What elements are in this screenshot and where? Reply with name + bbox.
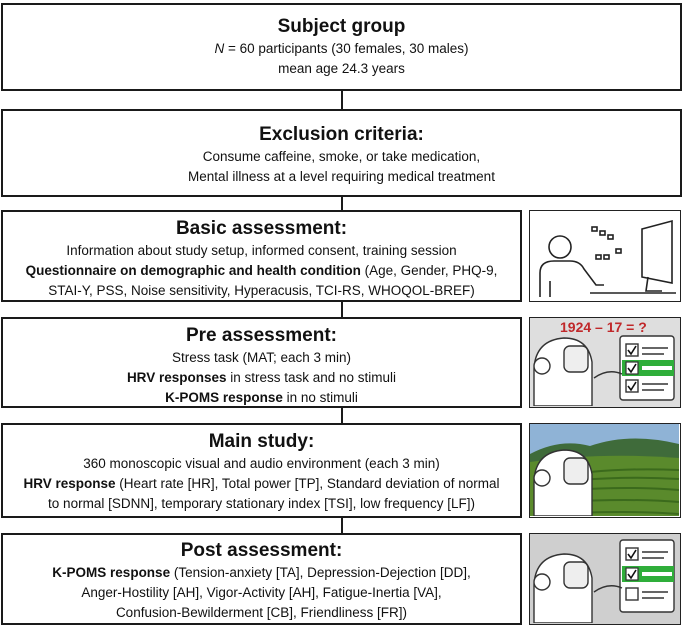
- connector-4: [341, 408, 343, 423]
- main-line2: HRV response (Heart rate [HR], Total pow…: [23, 476, 500, 491]
- post-line3: Confusion-Bewilderment [CB], Friendlines…: [115, 605, 408, 620]
- subject-group-line1: N = 60 participants (30 females, 30 male…: [214, 41, 469, 56]
- exclusion-line2: Mental illness at a level requiring medi…: [188, 169, 495, 184]
- basic-line1: Information about study setup, informed …: [66, 243, 457, 258]
- exclusion-title: Exclusion criteria:: [259, 124, 424, 145]
- connector-3: [341, 302, 343, 317]
- exclusion-line1: Consume caffeine, smoke, or take medicat…: [202, 149, 481, 164]
- pre-line3: K-POMS response in no stimuli: [165, 390, 358, 405]
- basic-assessment-box: Basic assessment: Information about stud…: [1, 210, 522, 302]
- main-line1: 360 monoscopic visual and audio environm…: [83, 456, 440, 471]
- pre-assessment-box: Pre assessment: Stress task (MAT; each 3…: [1, 317, 522, 408]
- pre-line1: Stress task (MAT; each 3 min): [171, 350, 352, 365]
- subject-group-title: Subject group: [277, 16, 406, 37]
- main-study-box: Main study: 360 monoscopic visual and au…: [1, 423, 522, 518]
- computer-user-illustration: [529, 210, 681, 302]
- basic-line3: STAI-Y, PSS, Noise sensitivity, Hyperacu…: [48, 283, 475, 298]
- vr-post-questionnaire-illustration: [529, 533, 681, 625]
- stress-task-equation: 1924 – 17 = ?: [560, 319, 647, 335]
- exclusion-criteria-box: Exclusion criteria: Consume caffeine, sm…: [1, 109, 682, 197]
- vr-tea-field-illustration: [529, 423, 681, 518]
- post-line1: K-POMS response (Tension-anxiety [TA], D…: [52, 565, 471, 580]
- pre-title: Pre assessment:: [185, 325, 338, 346]
- main-title: Main study:: [208, 431, 315, 452]
- connector-2: [341, 197, 343, 210]
- connector-5: [341, 518, 343, 533]
- post-line2: Anger-Hostility [AH], Vigor-Activity [AH…: [81, 585, 442, 600]
- basic-title: Basic assessment:: [175, 218, 348, 239]
- subject-group-box: Subject group N = 60 participants (30 fe…: [1, 3, 682, 91]
- vr-stress-task-illustration: [529, 317, 681, 408]
- post-assessment-box: Post assessment: K-POMS response (Tensio…: [1, 533, 522, 625]
- subject-group-line2: mean age 24.3 years: [278, 61, 405, 76]
- post-title: Post assessment:: [180, 540, 343, 561]
- pre-line2: HRV responses in stress task and no stim…: [126, 370, 397, 385]
- main-line3: to normal [SDNN], temporary stationary i…: [48, 496, 475, 511]
- basic-line2: Questionnaire on demographic and health …: [25, 263, 498, 278]
- connector-1: [341, 91, 343, 109]
